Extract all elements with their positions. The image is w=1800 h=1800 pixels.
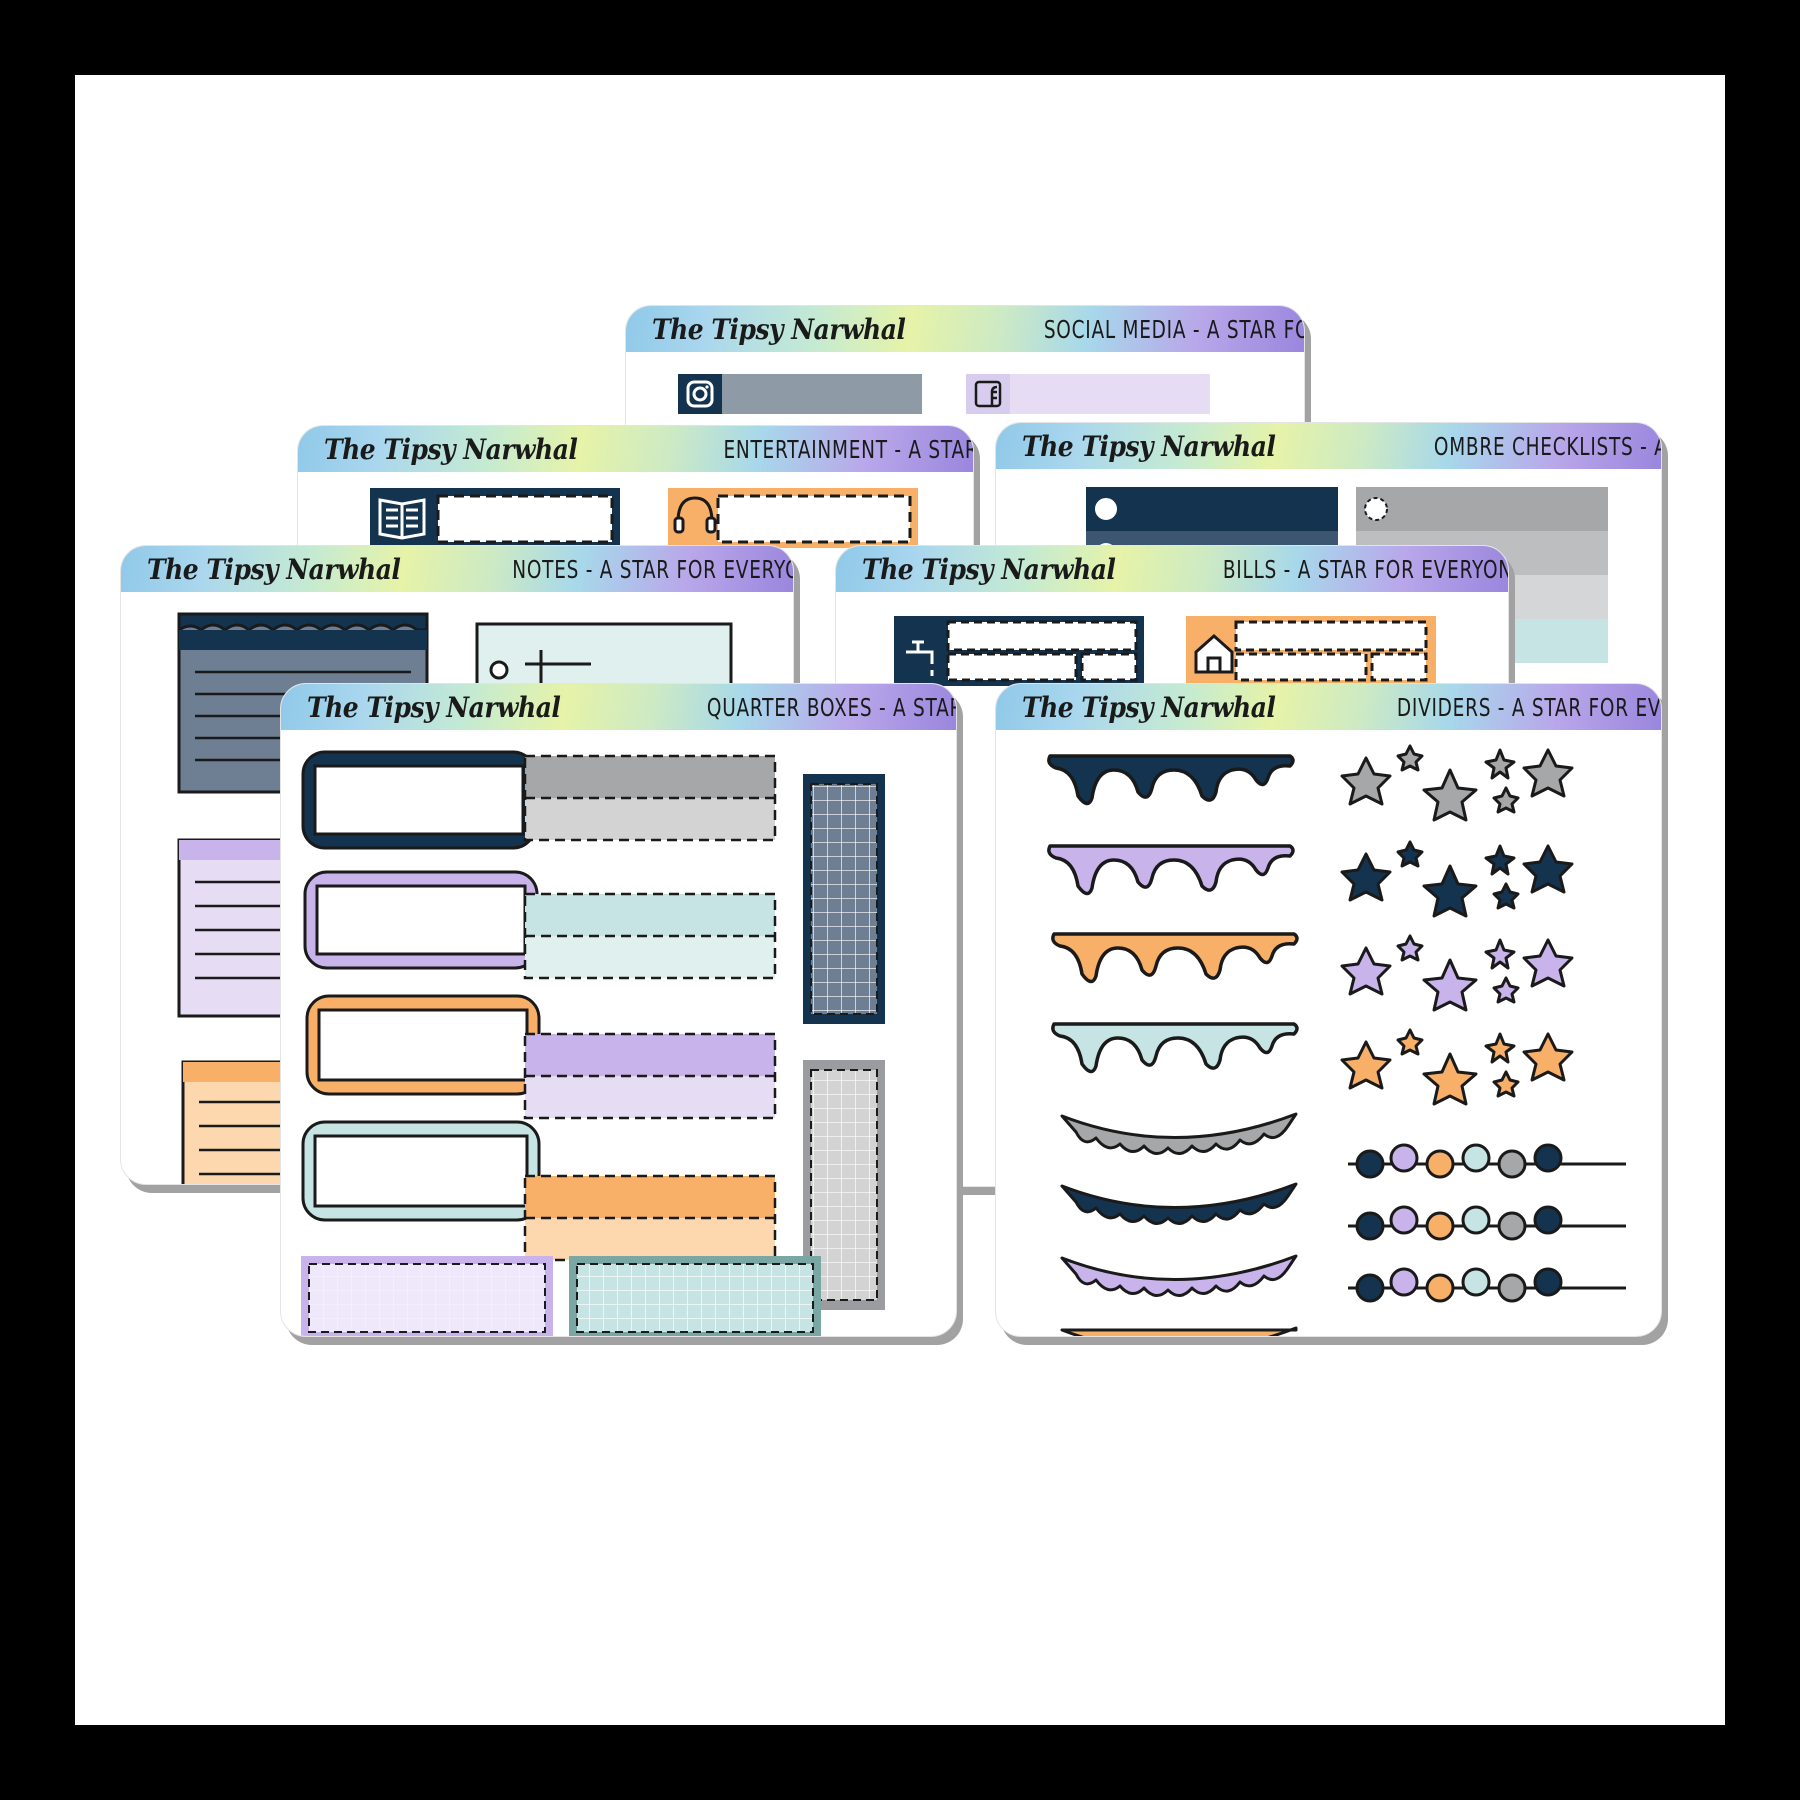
headphones-icon [673,496,717,534]
star-cluster-navy [1340,840,1574,918]
sheet-title: BILLS - A STAR FOR EVERYONE [1223,554,1508,584]
instagram-icon [678,374,722,414]
brand-logo: The Tipsy Narwhal [324,432,578,466]
bunting-divider-lavender [1060,1254,1298,1297]
bunting-divider-navy [1060,1182,1298,1225]
bead-divider [1348,1205,1626,1241]
sheet-title: NOTES - A STAR FOR EVERYONE [512,554,793,584]
star-cluster-orange [1340,1028,1574,1106]
scalloped-box-lavender [303,870,539,970]
brand-logo: The Tipsy Narwhal [862,552,1116,586]
house-icon [1194,633,1234,674]
sheet-quarter-boxes: The Tipsy Narwhal QUARTER BOXES - A STAR… [280,683,957,1337]
sheet-header: The Tipsy Narwhal QUARTER BOXES - A STAR… [281,684,956,730]
sheet-title: DIVIDERS - A STAR FOR EVERYONE [1397,692,1661,722]
sheet-header: The Tipsy Narwhal SOCIAL MEDIA - A STAR … [626,306,1304,352]
brand-logo: The Tipsy Narwhal [147,552,401,586]
sheet-title: ENTERTAINMENT - A STAR FOR EVERYONE [723,434,973,464]
scalloped-box-mint [301,1120,541,1222]
facebook-icon [966,374,1010,414]
bunting-divider-orange [1060,1326,1298,1336]
star-cluster-lavender [1340,934,1574,1012]
drip-divider-lavender [1047,844,1295,896]
sheet-header: The Tipsy Narwhal BILLS - A STAR FOR EVE… [836,546,1508,592]
faucet-icon [906,640,934,676]
brand-logo: The Tipsy Narwhal [1022,690,1276,724]
brand-logo: The Tipsy Narwhal [652,312,906,346]
drip-divider-mint [1051,1022,1299,1074]
sheet-dividers: The Tipsy Narwhal DIVIDERS - A STAR FOR … [995,683,1662,1337]
drip-divider-orange [1051,932,1299,984]
sheet-title: QUARTER BOXES - A STAR FOR EVERYONE [707,692,956,722]
sheet-header: The Tipsy Narwhal NOTES - A STAR FOR EVE… [121,546,793,592]
star-cluster-gray [1340,744,1574,822]
brand-logo: The Tipsy Narwhal [307,690,561,724]
scalloped-box-navy [301,750,537,850]
scalloped-box-orange [305,994,541,1096]
bunting-divider-gray [1060,1112,1298,1155]
bead-divider [1348,1143,1626,1179]
sheet-header: The Tipsy Narwhal ENTERTAINMENT - A STAR… [298,426,973,472]
sheet-title: OMBRE CHECKLISTS - A STAR FOR EVERYONE [1434,431,1661,461]
sheet-header: The Tipsy Narwhal DIVIDERS - A STAR FOR … [996,684,1661,730]
sheet-title: SOCIAL MEDIA - A STAR FOR EVERYONE [1044,314,1304,344]
drip-divider-navy [1047,754,1295,806]
sheet-header: The Tipsy Narwhal OMBRE CHECKLISTS - A S… [996,423,1661,469]
product-canvas: The Tipsy Narwhal SOCIAL MEDIA - A STAR … [75,75,1725,1725]
brand-logo: The Tipsy Narwhal [1022,429,1276,463]
book-icon [378,498,426,540]
bead-divider [1348,1267,1626,1303]
